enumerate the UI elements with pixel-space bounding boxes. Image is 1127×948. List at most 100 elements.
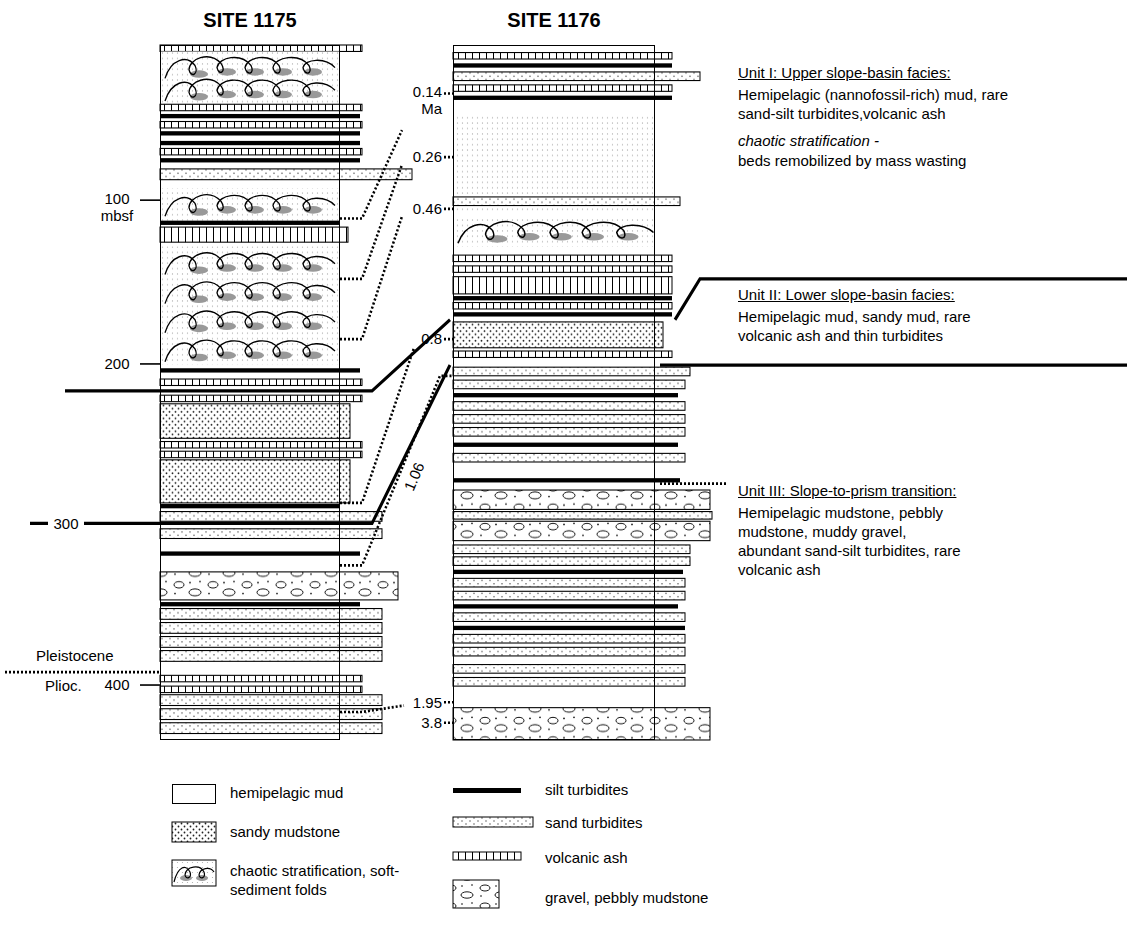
strata-art: [453, 393, 678, 397]
strata-art: [160, 114, 360, 118]
strata-art: [160, 221, 340, 225]
strata-art: [160, 602, 360, 606]
strata-art: [453, 96, 672, 100]
site-column: SITE 1175: [160, 45, 340, 740]
strata-art: [140, 684, 160, 686]
age-label: 3.8: [400, 713, 442, 732]
strata-art: [5, 45, 1127, 740]
strata-art: [453, 570, 683, 574]
strata-art: [140, 363, 160, 365]
strata-art: [444, 338, 453, 341]
strata-art: [444, 92, 453, 95]
strata-art: [453, 817, 533, 827]
strata-art: [453, 634, 685, 643]
strata-art: [453, 591, 685, 600]
strata-art: [444, 156, 453, 159]
strata-art: [160, 141, 360, 145]
age-label: 0.8: [400, 329, 442, 348]
depth-label: 400: [96, 675, 138, 694]
strata-art: [453, 578, 685, 587]
strata-art: [444, 207, 453, 210]
strata-art: [140, 199, 160, 201]
strata-art: [65, 320, 450, 391]
strata-art: [453, 216, 655, 246]
strata-art: [160, 572, 398, 600]
strata-art: [453, 312, 672, 316]
unit-description: Hemipelagic mud, sandy mud, rare volcani…: [738, 307, 1028, 345]
epoch-label: Plioc.: [45, 676, 82, 695]
strata-art: [160, 227, 348, 242]
site-heading: SITE 1175: [121, 8, 379, 32]
strata-art: [160, 451, 362, 457]
strata-art: [453, 453, 685, 462]
strata-art: [160, 529, 382, 539]
strata-art: [453, 443, 678, 447]
strata-art: [453, 72, 700, 81]
epoch-label: Pleistocene: [36, 646, 114, 665]
strata-art: [160, 169, 412, 180]
strata-art: [165, 57, 335, 79]
legend-label: gravel, pebbly mudstone: [545, 888, 708, 907]
strata-art: [30, 365, 450, 523]
depth-label: 100 mbsf: [94, 190, 140, 224]
depth-label: 200: [96, 354, 138, 373]
strata-art: [165, 253, 335, 275]
strata-art: [160, 709, 382, 720]
age-label: 0.46: [400, 199, 442, 218]
strata-art: [453, 604, 678, 608]
strata-art: [444, 721, 453, 724]
strata-art: [160, 637, 382, 648]
strata-art: [160, 551, 360, 555]
legend-label: sandy mudstone: [230, 822, 340, 841]
unit-description: Hemipelagic (nannofossil-rich) mud, rare…: [738, 85, 1023, 123]
strata-art: [453, 402, 685, 411]
strata-art: [160, 148, 362, 154]
strata-art: [453, 788, 521, 793]
site-column: SITE 1176: [453, 45, 655, 740]
unit-heading: Unit III: Slope-to-prism transition:: [738, 481, 956, 500]
age-label: 0.26: [400, 147, 442, 166]
strata-art: [160, 131, 360, 135]
strata-art: [453, 85, 672, 91]
strata-art: [453, 708, 710, 740]
strata-art: [453, 665, 685, 674]
strata-art: [340, 216, 402, 339]
strata-art: [160, 651, 382, 662]
unit-heading: Unit I: Upper slope-basin facies:: [738, 63, 951, 82]
strata-art: [453, 303, 672, 309]
strata-art: [453, 63, 672, 67]
unit-description: chaotic stratification -: [738, 131, 879, 150]
strata-art: [340, 165, 402, 279]
strata-art: [165, 311, 335, 333]
strata-art: [160, 51, 340, 104]
strata-art: [453, 296, 672, 300]
strata-art: [660, 482, 728, 485]
strata-art: [160, 404, 350, 438]
legend-label: sand turbidites: [545, 813, 643, 832]
strata-art: [160, 623, 382, 634]
legend-label: volcanic ash: [545, 848, 628, 867]
strata-art: [453, 626, 685, 630]
strata-art: [160, 246, 340, 365]
strata-art: [444, 701, 453, 704]
strata-art: [660, 363, 1127, 366]
strata-art: [340, 130, 402, 218]
strata-art: [453, 677, 685, 686]
strata-art: [160, 104, 362, 110]
strata-art: [165, 282, 335, 304]
legend-label: silt turbidites: [545, 780, 628, 799]
legend-label: hemipelagic mud: [230, 783, 343, 802]
strata-art: [160, 609, 382, 620]
strata-art: [453, 613, 685, 622]
strata-art: [160, 442, 362, 448]
strata-art: [160, 395, 362, 401]
strata-art: [160, 686, 362, 692]
strata-art: [453, 490, 710, 509]
unit-heading: Unit II: Lower slope-basin facies:: [738, 285, 955, 304]
strata-art: [453, 478, 680, 482]
strata-art: [453, 415, 685, 424]
unit-description: Hemipelagic mudstone, pebbly mudstone, m…: [738, 503, 973, 579]
strata-art: [160, 158, 360, 162]
depth-label: 300: [48, 514, 84, 533]
